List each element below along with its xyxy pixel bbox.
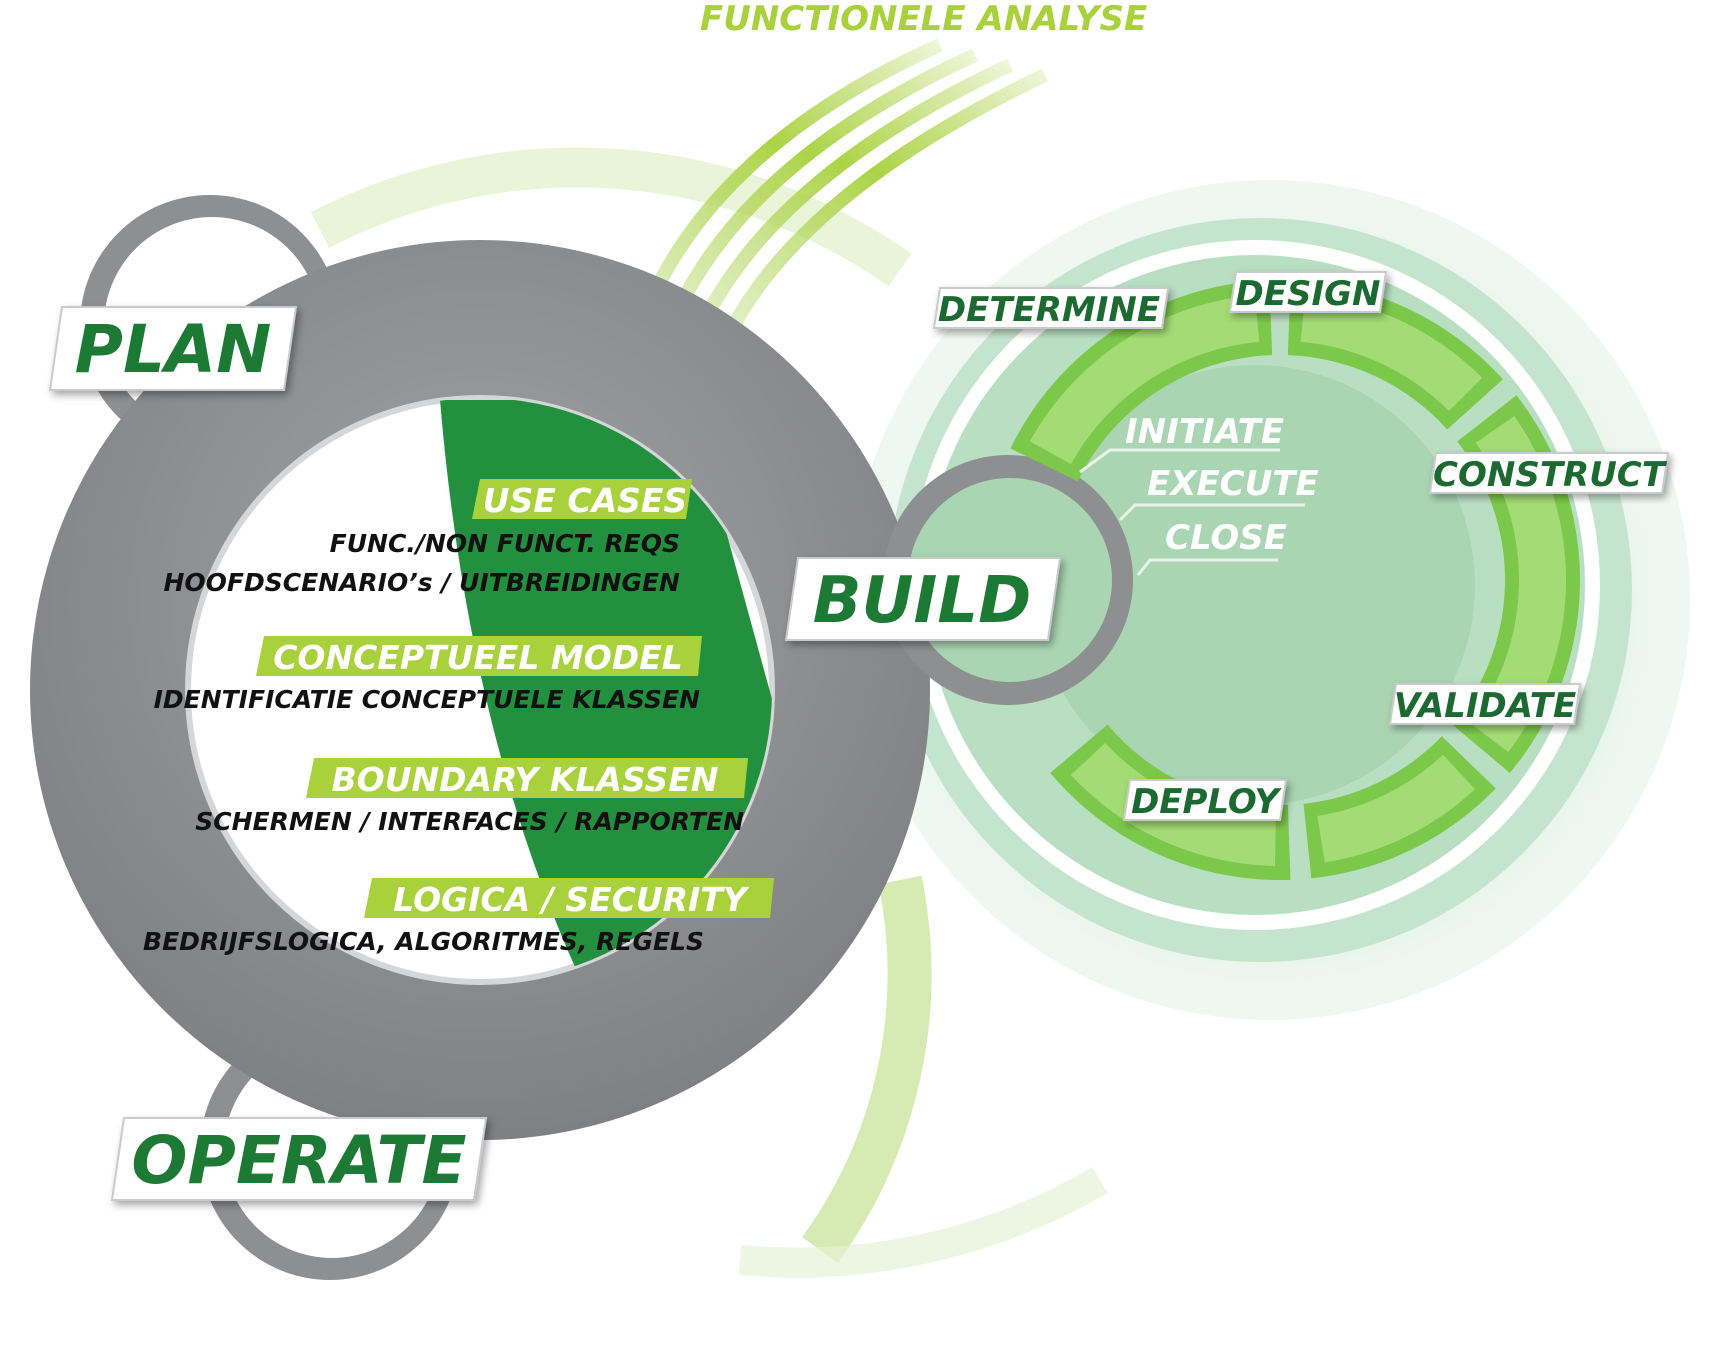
phase-detail: BEDRIJFSLOGICA, ALGORITMES, REGELS	[143, 927, 704, 956]
plan-label: PLAN	[50, 307, 296, 390]
step-text: DESIGN	[1236, 274, 1381, 314]
step-deploy: DEPLOY	[1124, 780, 1286, 822]
operate-label: OPERATE	[112, 1118, 486, 1200]
project-phase-execute: EXECUTE	[1147, 464, 1319, 504]
build-text: BUILD	[813, 564, 1031, 638]
phase-detail: SCHERMEN / INTERFACES / RAPPORTEN	[195, 807, 744, 836]
build-label: BUILD	[786, 558, 1060, 640]
step-text: DEPLOY	[1131, 782, 1282, 822]
phase-heading: LOGICA / SECURITY	[393, 880, 750, 919]
phase-heading: USE CASES	[483, 481, 687, 520]
phase-detail: HOOFDSCENARIO’s / UITBREIDINGEN	[163, 568, 680, 597]
analysis-title: FUNCTIONELE ANALYSE	[700, 0, 1147, 39]
phase-detail: IDENTIFICATIE CONCEPTUELE KLASSEN	[154, 685, 700, 714]
phase-heading: BOUNDARY KLASSEN	[332, 760, 719, 799]
project-phase-close: CLOSE	[1165, 518, 1287, 558]
step-text: VALIDATE	[1394, 686, 1576, 726]
phase-heading: CONCEPTUEEL MODEL	[273, 638, 683, 677]
step-determine: DETERMINE	[934, 288, 1168, 330]
step-text: CONSTRUCT	[1433, 455, 1668, 495]
plan-text: PLAN	[75, 311, 272, 388]
project-phase-initiate: INITIATE	[1125, 412, 1284, 452]
step-construct: CONSTRUCT	[1430, 453, 1668, 495]
step-design: DESIGN	[1230, 272, 1386, 314]
operate-text: OPERATE	[131, 1122, 466, 1199]
step-text: DETERMINE	[938, 290, 1160, 330]
phase-detail: FUNC./NON FUNCT. REQS	[330, 529, 680, 558]
step-validate: VALIDATE	[1390, 684, 1580, 726]
